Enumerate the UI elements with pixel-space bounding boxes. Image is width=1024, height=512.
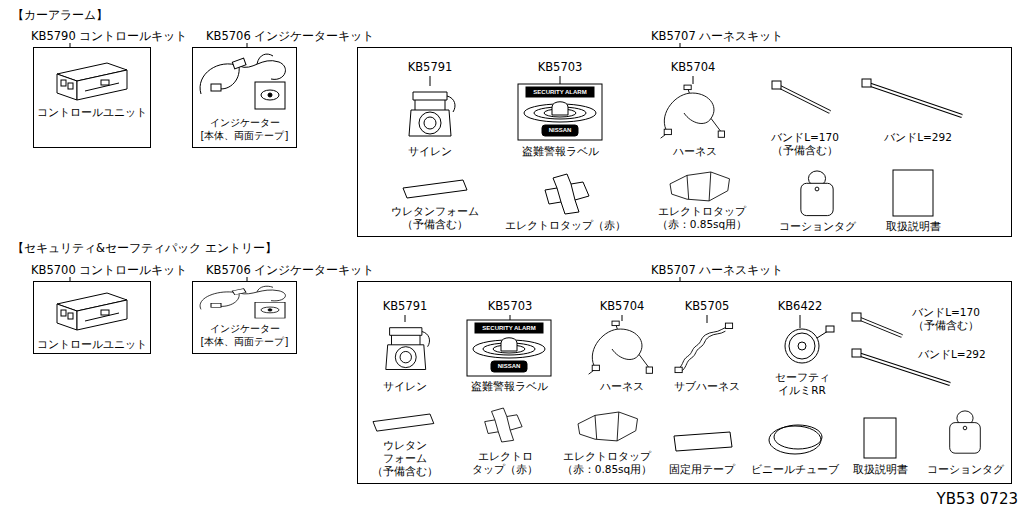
sticker-figure	[518, 84, 602, 140]
section-heading: 【セキュリティ&セーフティパック エントリー】	[12, 241, 277, 255]
part-name: エレクトロ タップ（赤）	[470, 450, 540, 476]
part-name: ハーネス	[673, 145, 717, 158]
part-name: 取扱説明書	[853, 463, 908, 476]
part-name: バンドL=292	[918, 348, 986, 361]
leader-lines	[70, 43, 800, 328]
part-number: KB5703	[488, 299, 533, 313]
band-figure	[772, 79, 962, 116]
part-name: インジケーター [本体、両面テープ]	[199, 323, 291, 348]
siren-figure	[386, 328, 430, 370]
kit-heading: KB5706 インジケーターキット	[206, 263, 374, 277]
part-name: バンドL=170 （予備含む）	[910, 306, 982, 332]
part-name: エレクトロタップ （赤：0.85sq用）	[560, 450, 655, 476]
leader-line	[405, 315, 800, 328]
manual-figure	[893, 170, 933, 216]
harness-figure	[589, 321, 653, 374]
indicator-figure	[200, 286, 285, 318]
kit-box: KB5700 コントロールキットコントロールユニット	[33, 281, 151, 354]
part-name: エレクトロタップ （赤：0.85sq用）	[655, 205, 750, 231]
illumination-figure	[785, 326, 834, 363]
part-name: バンドL=292	[884, 131, 952, 144]
manual-figure	[864, 418, 896, 458]
electrotap-figure	[485, 408, 522, 442]
part-name: インジケーター [本体、両面テープ]	[199, 117, 291, 142]
kit-heading: KB5700 コントロールキット	[31, 263, 187, 277]
kit-heading: KB5707 ハーネスキット	[651, 29, 783, 43]
part-name: コーションタグ	[927, 463, 1004, 476]
part-name: コントロールユニット	[37, 106, 147, 119]
sticker-print: SECURITY ALARM	[533, 87, 586, 97]
drawing-code: YB53 0723	[937, 490, 1018, 509]
sticker-print: NISSAN	[498, 361, 521, 372]
kit-box: KB5706 インジケーターキットインジケーター [本体、両面テープ]	[192, 47, 297, 148]
part-number: KB5704	[600, 299, 645, 313]
harness-figure	[661, 85, 725, 138]
control-unit-figure	[57, 293, 127, 330]
part-name: エレクトロタップ（赤）	[505, 219, 626, 232]
part-number: KB5703	[538, 60, 583, 74]
kit-heading: KB5790 コントロールキット	[31, 29, 187, 43]
electrotap-figure	[670, 172, 730, 201]
part-name: サブハーネス	[674, 380, 740, 393]
part-name: サイレン	[383, 380, 427, 393]
part-name: ウレタン フォーム （予備含む）	[370, 439, 440, 478]
kit-heading: KB5706 インジケーターキット	[206, 29, 374, 43]
indicator-figure	[200, 54, 285, 109]
kit-heading: KB5707 ハーネスキット	[651, 263, 783, 277]
sticker-figure	[467, 320, 551, 376]
sub-harness-figure	[675, 323, 733, 373]
part-name: コントロールユニット	[37, 338, 147, 351]
part-number: KB5791	[408, 60, 453, 74]
electrotap-figure	[545, 174, 589, 214]
tape-figure	[674, 432, 732, 451]
part-name: ウレタンフォーム （予備含む）	[389, 205, 481, 231]
part-number: KB5705	[685, 299, 730, 313]
tube-figure	[769, 425, 822, 454]
section-heading: 【カーアラーム】	[12, 8, 108, 22]
kit-box: KB5790 コントロールキットコントロールユニット	[33, 47, 151, 148]
part-name: 取扱説明書	[886, 220, 941, 233]
kit-box: KB5706 インジケーターキットインジケーター [本体、両面テープ]	[192, 281, 297, 354]
control-unit-figure	[57, 63, 127, 100]
sticker-print: SECURITY ALARM	[482, 323, 535, 333]
caution-tag-figure	[801, 171, 833, 216]
caution-tag-figure	[950, 411, 981, 453]
foam-figure	[373, 414, 434, 431]
part-number: KB5704	[671, 60, 716, 74]
siren-figure	[409, 92, 455, 136]
part-name: セーフティ イルミRR	[773, 371, 832, 397]
electrotap-figure	[578, 412, 638, 441]
foam-figure	[403, 180, 467, 198]
part-name: ハーネス	[600, 380, 644, 393]
part-name: ビニールチューブ	[751, 463, 839, 476]
part-number: KB5791	[383, 299, 428, 313]
part-name: コーションタグ	[779, 220, 856, 233]
part-name: バンドL=170 （予備含む）	[769, 131, 841, 157]
part-name: 固定用テープ	[669, 463, 735, 476]
sticker-print: NISSAN	[549, 125, 572, 136]
part-number: KB6422	[778, 299, 823, 313]
part-name: 盗難警報ラベル	[522, 145, 599, 158]
part-name: 盗難警報ラベル	[471, 380, 548, 393]
part-name: サイレン	[408, 145, 452, 158]
